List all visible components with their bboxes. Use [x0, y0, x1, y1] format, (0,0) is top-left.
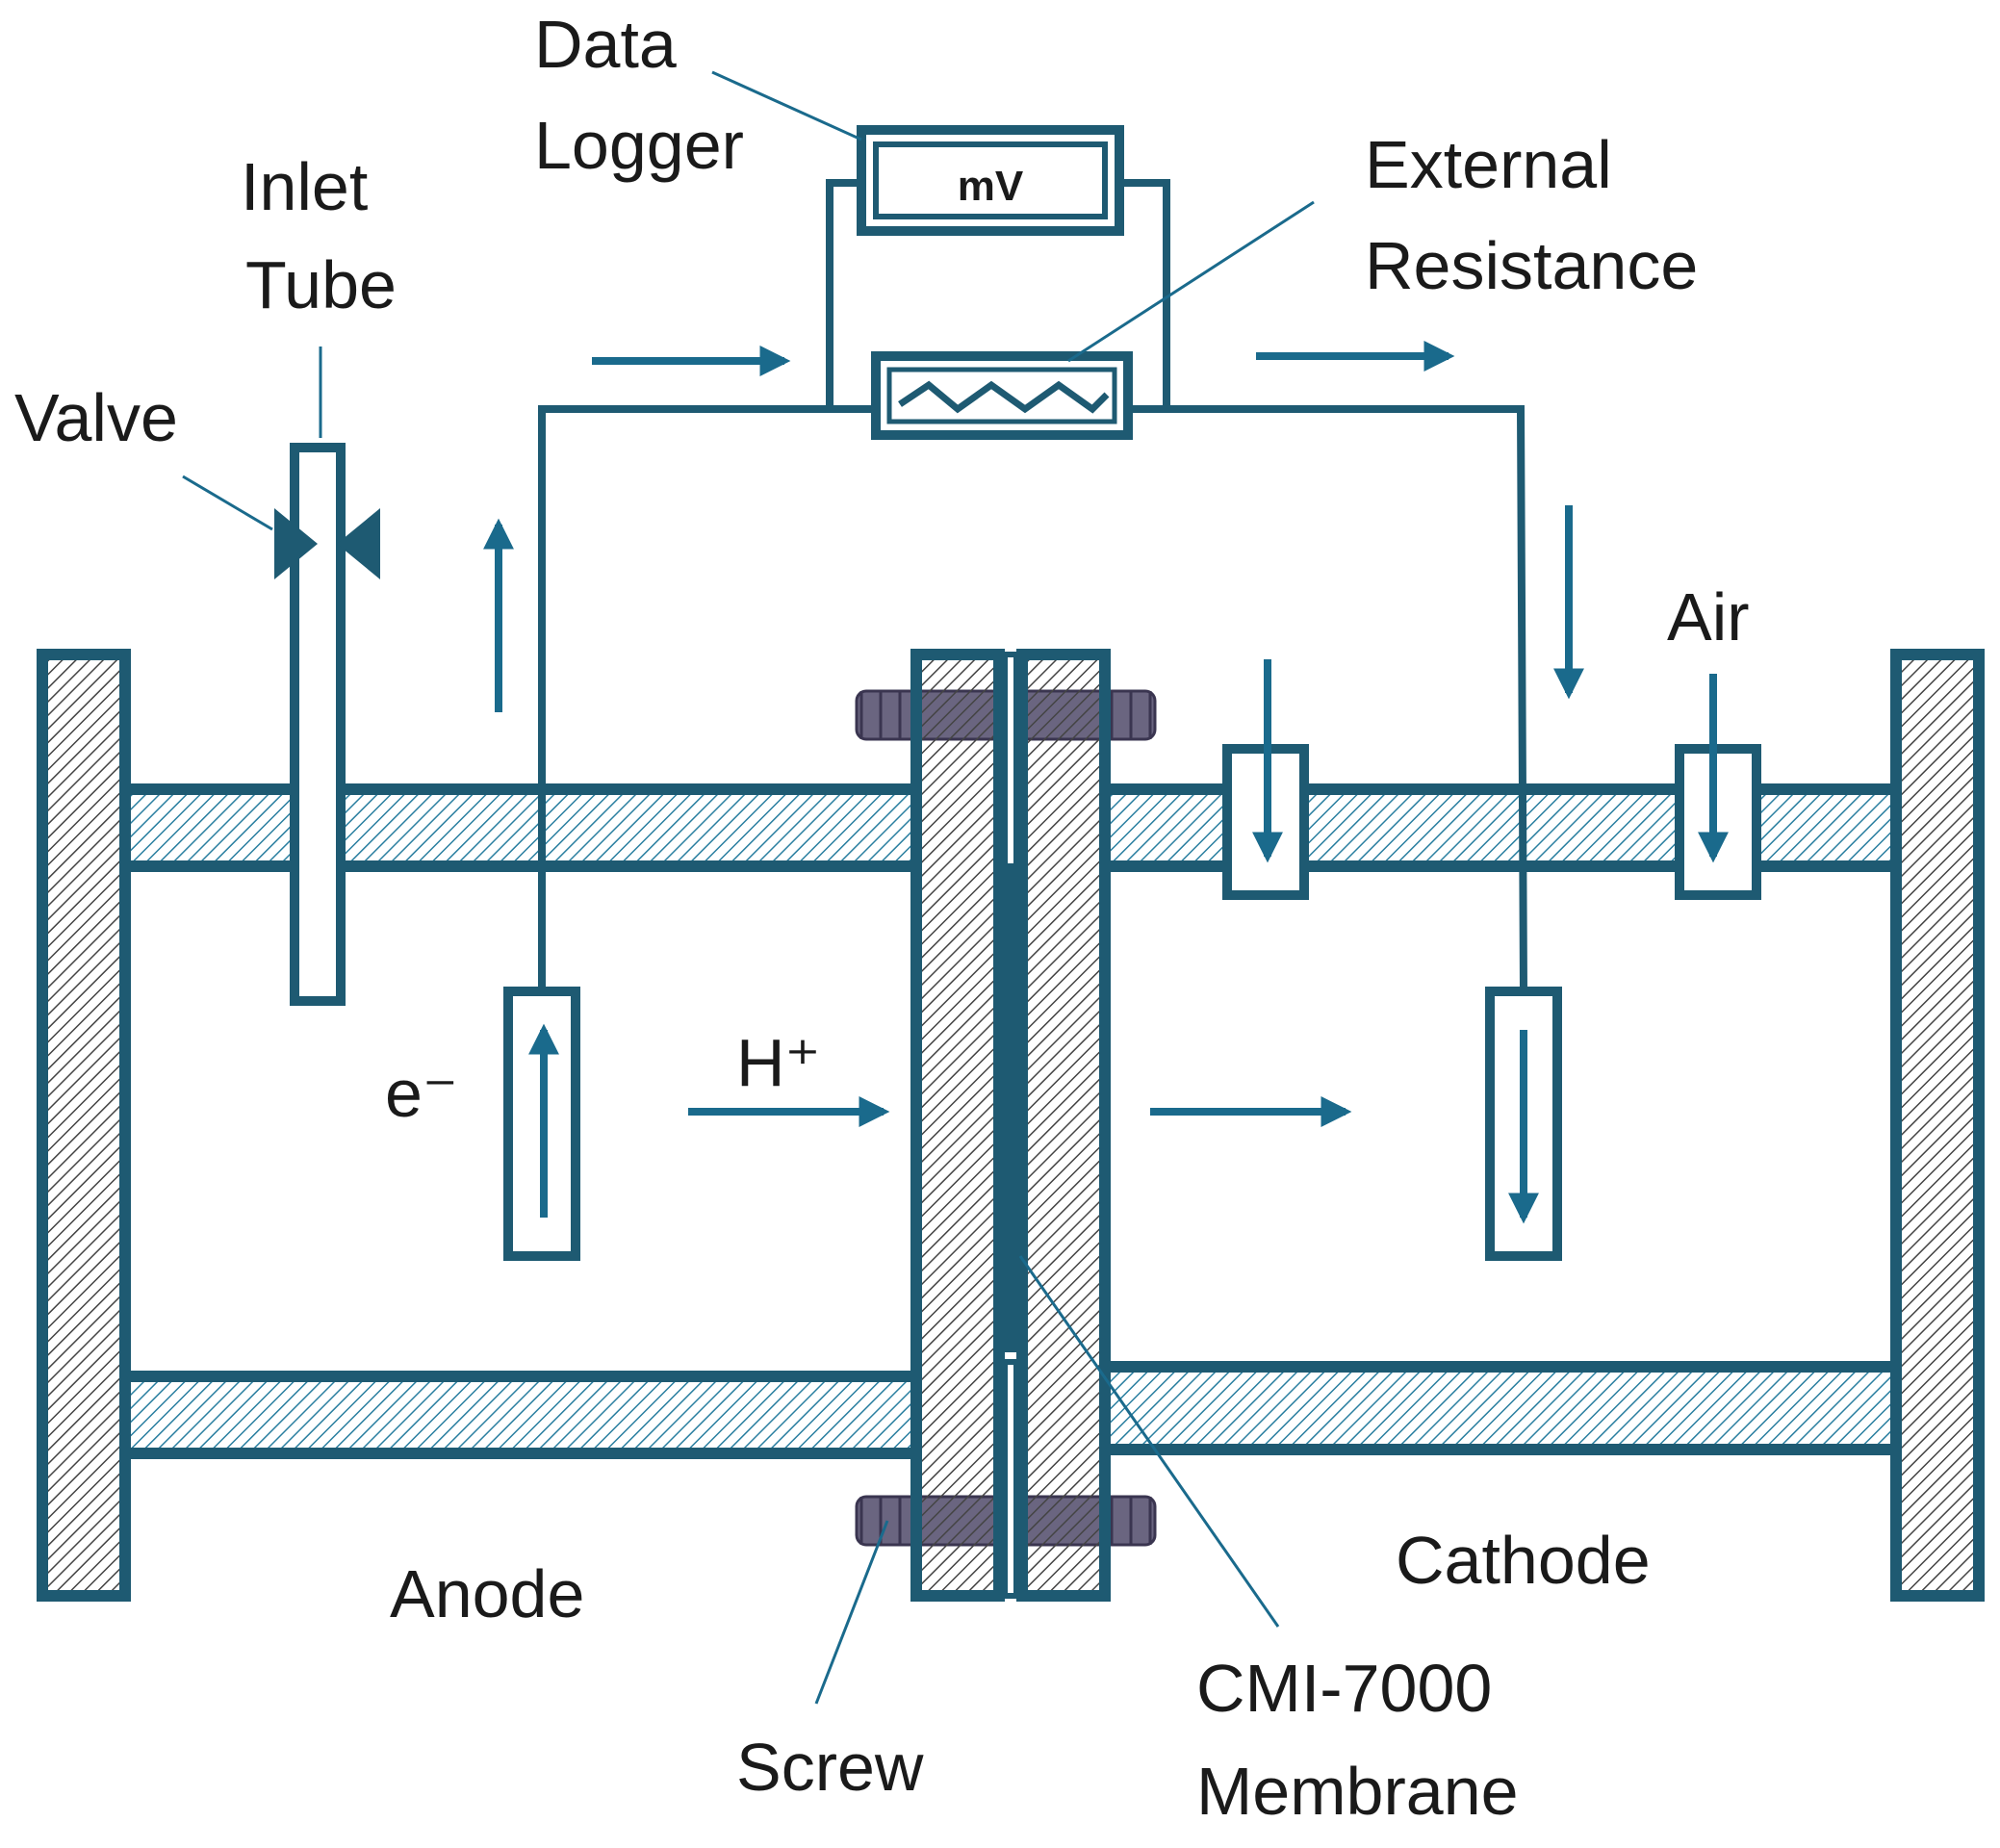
gasket-bottom — [1002, 1359, 1019, 1599]
membrane — [1001, 866, 1020, 1352]
circuit-wire — [538, 405, 876, 991]
label-proton: H⁺ — [736, 1025, 821, 1100]
anode-end-wall — [37, 649, 131, 1602]
cathode-plate — [1016, 649, 1111, 1602]
air-inlet-2 — [1675, 744, 1761, 900]
leader-lines — [182, 70, 1315, 1705]
resistor-zigzag — [898, 380, 1110, 414]
label-logger: Logger — [534, 108, 744, 183]
cathode-end-wall — [1890, 649, 1985, 1602]
arrows — [483, 341, 1729, 1224]
leader-valve — [182, 475, 273, 531]
label-external: External — [1365, 127, 1612, 202]
label-air: Air — [1667, 579, 1750, 654]
leader-screw — [814, 1520, 889, 1705]
valve-icon — [274, 508, 380, 579]
label-data: Data — [534, 7, 677, 82]
cathode-bottom-rail — [1099, 1361, 1902, 1455]
logger-lead-right — [1118, 179, 1170, 409]
anode-chamber — [37, 649, 922, 1602]
label-tube: Tube — [245, 247, 397, 322]
label-screw: Screw — [736, 1730, 924, 1805]
label-cmi-7000: CMI-7000 — [1196, 1651, 1492, 1726]
leader-membrane — [1018, 1255, 1280, 1628]
label-inlet: Inlet — [241, 149, 368, 224]
leader-data-logger — [711, 70, 862, 141]
leader-external-resistance — [1067, 200, 1315, 363]
meter-unit: mV — [958, 163, 1024, 210]
resistor-inner — [886, 367, 1117, 424]
label-resistance: Resistance — [1365, 228, 1698, 303]
label-membrane: Membrane — [1196, 1754, 1519, 1829]
data-logger-inner — [873, 141, 1108, 219]
label-cathode: Cathode — [1396, 1523, 1651, 1598]
anode-bottom-rail — [119, 1371, 922, 1459]
label-valve: Valve — [14, 380, 178, 455]
label-electron: e⁻ — [385, 1056, 458, 1131]
anode-plate — [910, 649, 1005, 1602]
gasket-top — [1002, 652, 1019, 869]
anode-top-rail — [119, 783, 922, 872]
circuit-wire-right — [1128, 405, 1527, 992]
label-anode: Anode — [390, 1556, 584, 1631]
